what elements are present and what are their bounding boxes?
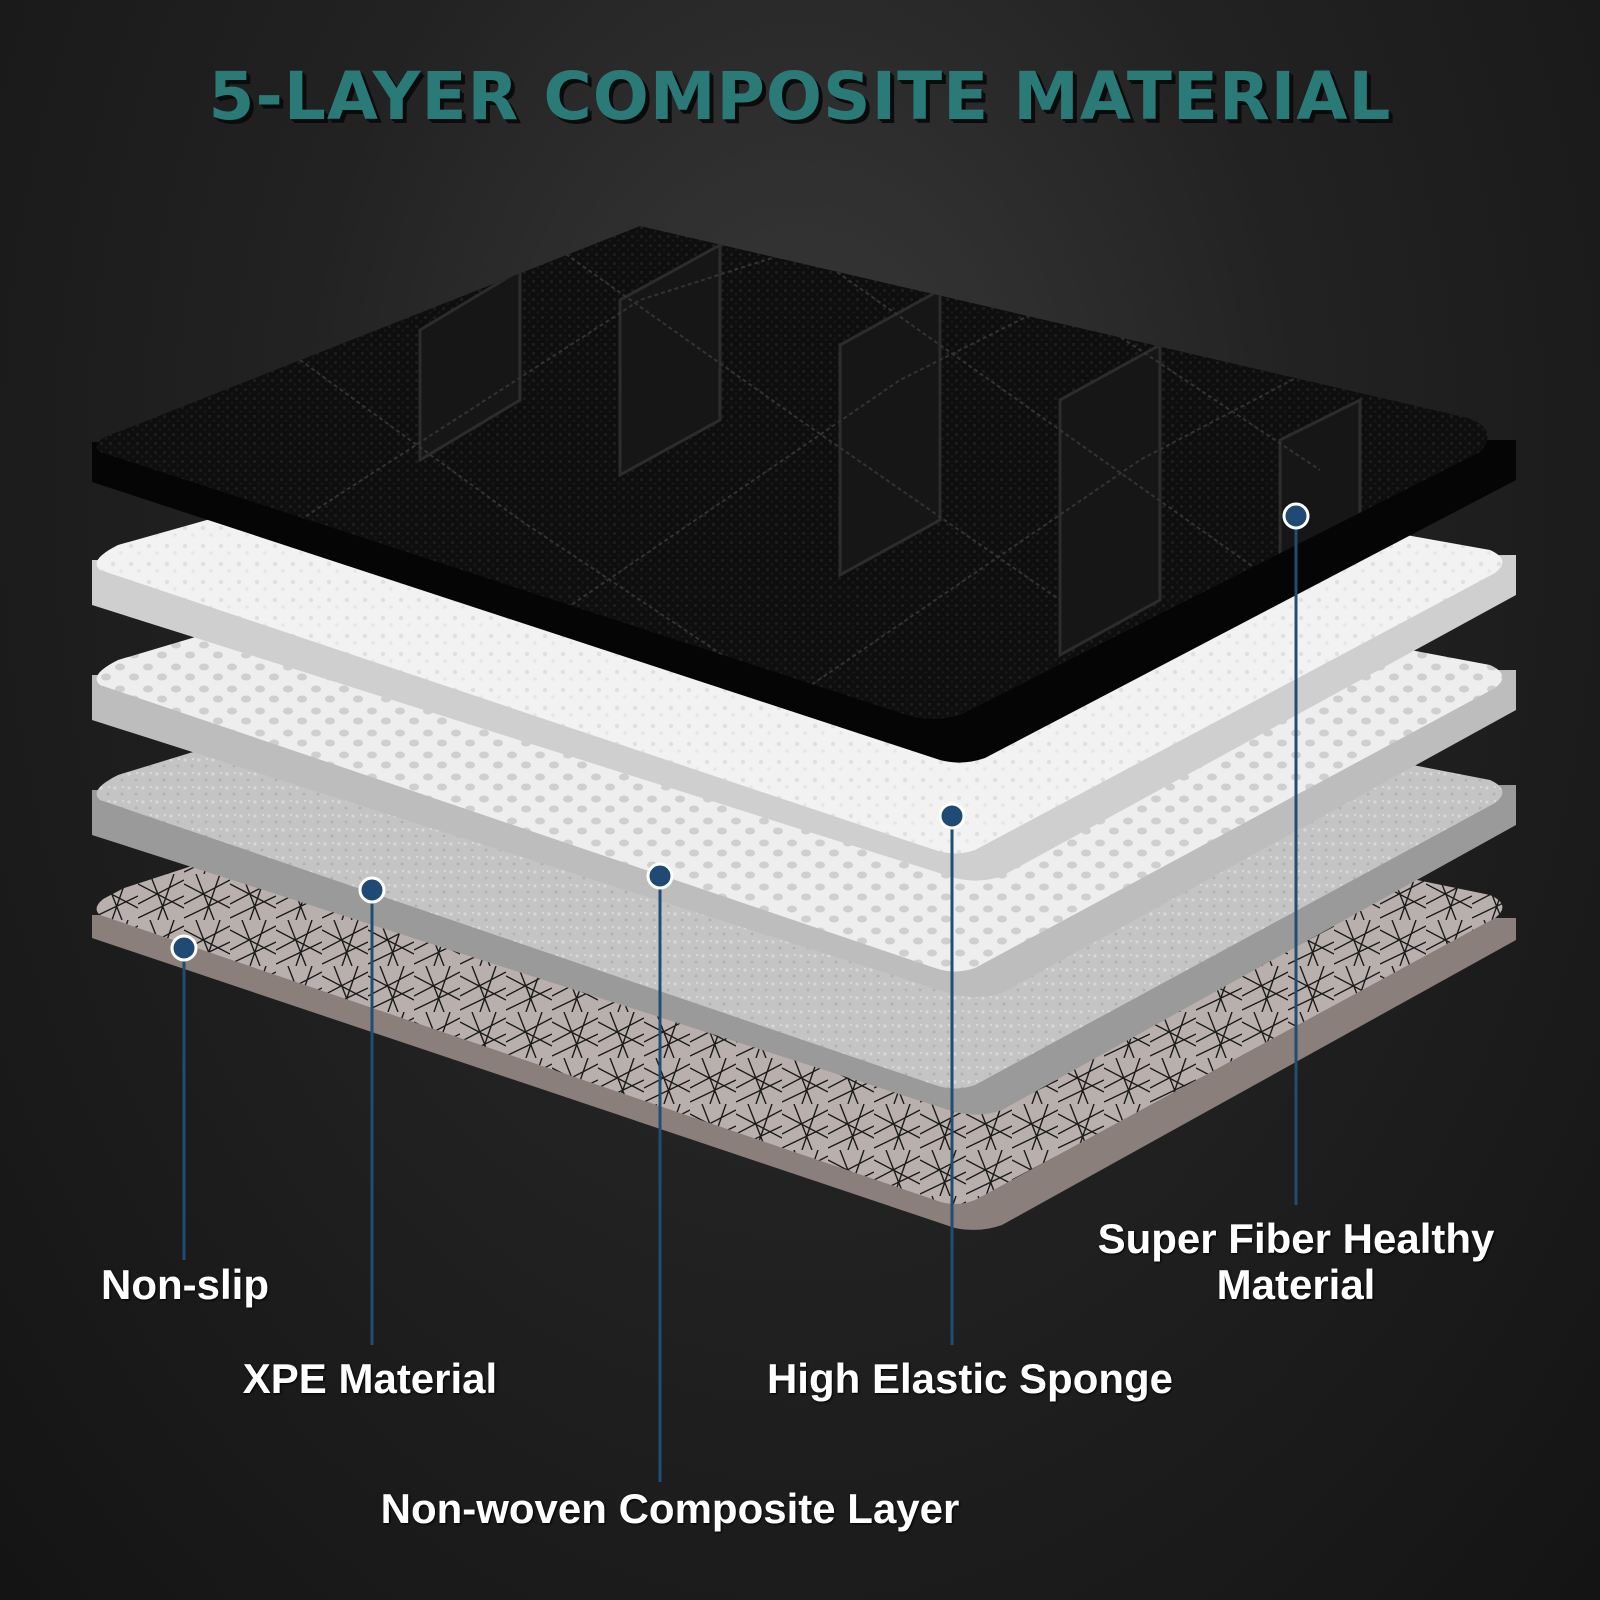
leader-super-fiber [1282, 502, 1310, 1205]
marker-dot [1282, 502, 1310, 530]
leader-lines [170, 502, 1310, 1482]
diagram-title: 5-LAYER COMPOSITE MATERIAL [208, 58, 1392, 135]
marker-dot [938, 802, 966, 830]
label-super-fiber: Super Fiber Healthy Material [1046, 1216, 1546, 1308]
label-sponge: High Elastic Sponge [766, 1355, 1174, 1402]
marker-dot [646, 862, 674, 890]
leader-non-woven [646, 862, 674, 1482]
marker-dot [358, 876, 386, 904]
label-xpe: XPE Material [242, 1355, 498, 1402]
marker-dot [170, 934, 198, 962]
label-super-fiber-line-1: Super Fiber Healthy [1097, 1215, 1495, 1262]
leader-xpe [358, 876, 386, 1345]
leader-sponge [938, 802, 966, 1345]
label-super-fiber-line-2: Material [1216, 1261, 1376, 1308]
leader-non-slip [170, 934, 198, 1260]
label-non-slip: Non-slip [101, 1261, 269, 1308]
label-non-woven: Non-woven Composite Layer [380, 1485, 960, 1532]
layer-super-fiber-shape [92, 226, 1516, 763]
